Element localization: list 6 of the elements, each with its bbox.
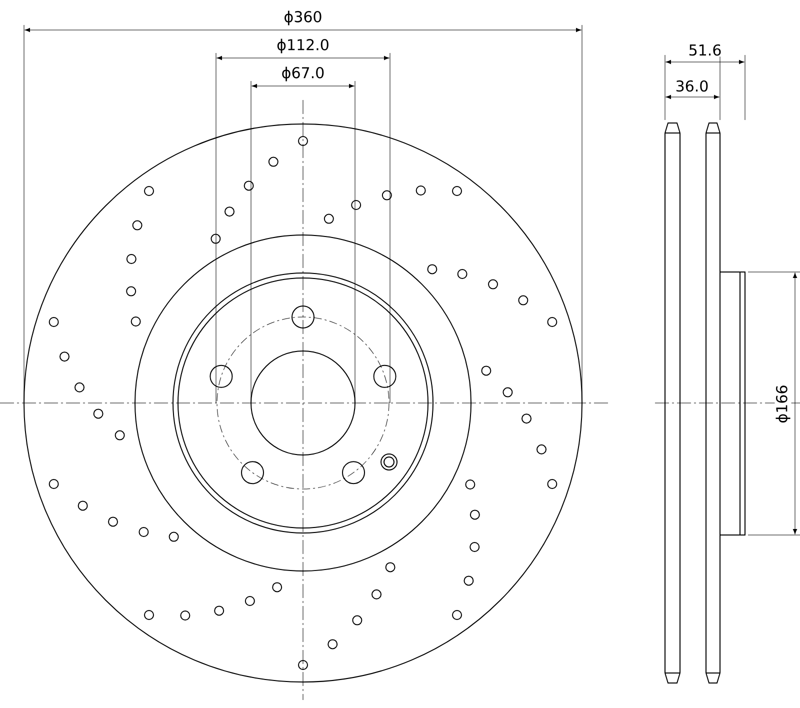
dimension-label: ϕ112.0: [276, 38, 330, 54]
dimension-label: ϕ360: [282, 10, 324, 26]
dimension-label: ϕ166: [774, 384, 792, 424]
dimension-label: 36.0: [674, 79, 710, 93]
dimension-label: ϕ67.0: [280, 66, 326, 82]
dimension-label: 51.6: [687, 43, 723, 57]
